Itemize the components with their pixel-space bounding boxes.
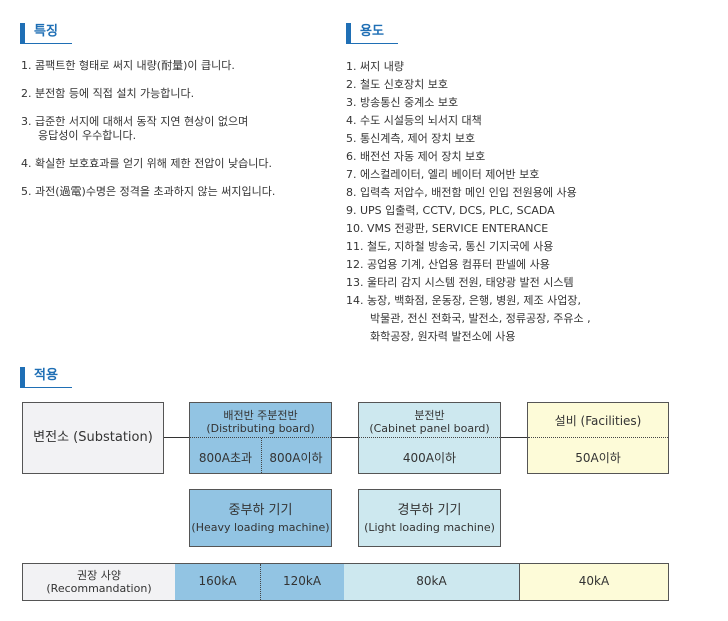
divider <box>359 437 500 438</box>
list-item: 12. 공업용 기계, 산업용 컴퓨터 판넬에 사용 <box>346 258 550 271</box>
cabinet-box: 분전반 (Cabinet panel board) 400A이하 <box>358 402 501 474</box>
features-heading: 특징 <box>20 23 72 44</box>
distributing-label: 배전반 주분전반 <box>223 409 298 422</box>
facilities-rating: 50A이하 <box>575 451 621 465</box>
uses-list: 1. 써지 내량 2. 철도 신호장치 보호 3. 방송통신 중계소 보호 4. 수도… <box>346 58 591 346</box>
light-label-en: (Light loading machine) <box>364 521 495 534</box>
rec-label: 권장 사양 <box>77 569 121 582</box>
divider <box>260 564 261 600</box>
distributing-box: 배전반 주분전반 (Distributing board) 800A초과 800… <box>189 402 332 474</box>
list-item: 10. VMS 전광판, SERVICE ENTERANCE <box>346 222 549 235</box>
list-item: 2. 분전함 등에 직접 설치 가능합니다. <box>21 87 195 100</box>
list-item: 13. 울타리 감지 시스템 전원, 태양광 발전 시스템 <box>346 276 574 289</box>
recommendation-row: 권장 사양 (Recommandation) 160kA 120kA 80kA … <box>22 563 669 601</box>
list-item: 2. 철도 신호장치 보호 <box>346 78 448 91</box>
rec-heavy-cell: 160kA 120kA <box>175 564 345 600</box>
connector-line <box>331 437 358 438</box>
application-heading: 적용 <box>20 367 72 388</box>
list-item: 4. 수도 시설등의 뇌서지 대책 <box>346 114 482 127</box>
features-list: 1. 콤팩트한 형태로 써지 내량(耐量)이 큽니다. 2. 분전함 등에 직접… <box>21 57 275 211</box>
list-item: 5. 통신계측, 제어 장치 보호 <box>346 132 476 145</box>
facilities-label: 설비 (Facilities) <box>554 414 642 428</box>
facilities-box: 설비 (Facilities) 50A이하 <box>527 402 669 474</box>
heavy-label: 중부하 기기 <box>228 503 293 518</box>
light-label: 경부하 기기 <box>397 503 462 518</box>
list-item: 14. 농장, 백화점, 운동장, 은행, 병원, 제조 사업장, <box>346 294 581 307</box>
light-machine-box: 경부하 기기 (Light loading machine) <box>358 489 501 547</box>
rec-120ka: 120kA <box>282 574 322 588</box>
rec-light-cell: 80kA <box>344 564 520 600</box>
distributing-under-800a: 800A이하 <box>269 451 323 465</box>
list-item: 7. 에스컬레이터, 엘리 베이터 제어반 보호 <box>346 168 540 181</box>
rec-label-en: (Recommandation) <box>46 582 152 595</box>
rec-facilities-cell: 40kA <box>520 564 668 600</box>
list-item: 3. 급준한 서지에 대해서 동작 지연 현상이 없으며 <box>21 115 249 128</box>
list-item: 3. 방송통신 중계소 보호 <box>346 96 459 109</box>
substation-label: 변전소 (Substation) <box>33 430 153 445</box>
cabinet-rating: 400A이하 <box>402 451 457 465</box>
heavy-machine-box: 중부하 기기 (Heavy loading machine) <box>189 489 332 547</box>
list-item: 9. UPS 입출력, CCTV, DCS, PLC, SCADA <box>346 204 555 217</box>
list-item: 5. 과전(過電)수명은 정격을 초과하지 않는 써지입니다. <box>21 185 276 198</box>
divider <box>190 437 331 438</box>
rec-160ka: 160kA <box>198 574 237 588</box>
cabinet-label-en: (Cabinet panel board) <box>369 422 490 435</box>
rec-label-cell: 권장 사양 (Recommandation) <box>23 564 176 600</box>
substation-box: 변전소 (Substation) <box>22 402 164 474</box>
list-item: 6. 배전선 자동 제어 장치 보호 <box>346 150 486 163</box>
list-item: 1. 콤팩트한 형태로 써지 내량(耐量)이 큽니다. <box>21 59 235 72</box>
list-item: 박물관, 전신 전화국, 발전소, 정류공장, 주유소 , <box>370 312 591 325</box>
distributing-label-en: (Distributing board) <box>206 422 315 435</box>
cabinet-label: 분전반 <box>414 409 445 422</box>
list-item: 11. 철도, 지하철 방송국, 통신 기지국에 사용 <box>346 240 554 253</box>
list-item: 응답성이 우수합니다. <box>38 129 137 142</box>
rec-40ka: 40kA <box>578 574 610 588</box>
distributing-over-800a: 800A초과 <box>198 451 253 465</box>
list-item: 화학공장, 원자력 발전소에 사용 <box>370 330 516 343</box>
list-item: 8. 입력측 저압수, 배전함 메인 인입 전원용에 사용 <box>346 186 577 199</box>
list-item: 1. 써지 내량 <box>346 60 404 73</box>
list-item: 4. 확실한 보호효과를 얻기 위해 제한 전압이 낮습니다. <box>21 157 272 170</box>
connector-line <box>163 437 189 438</box>
divider <box>528 437 668 438</box>
uses-heading: 용도 <box>346 23 398 44</box>
heavy-label-en: (Heavy loading machine) <box>191 521 330 534</box>
divider <box>261 438 262 473</box>
connector-line <box>500 437 527 438</box>
rec-80ka: 80kA <box>416 574 447 588</box>
